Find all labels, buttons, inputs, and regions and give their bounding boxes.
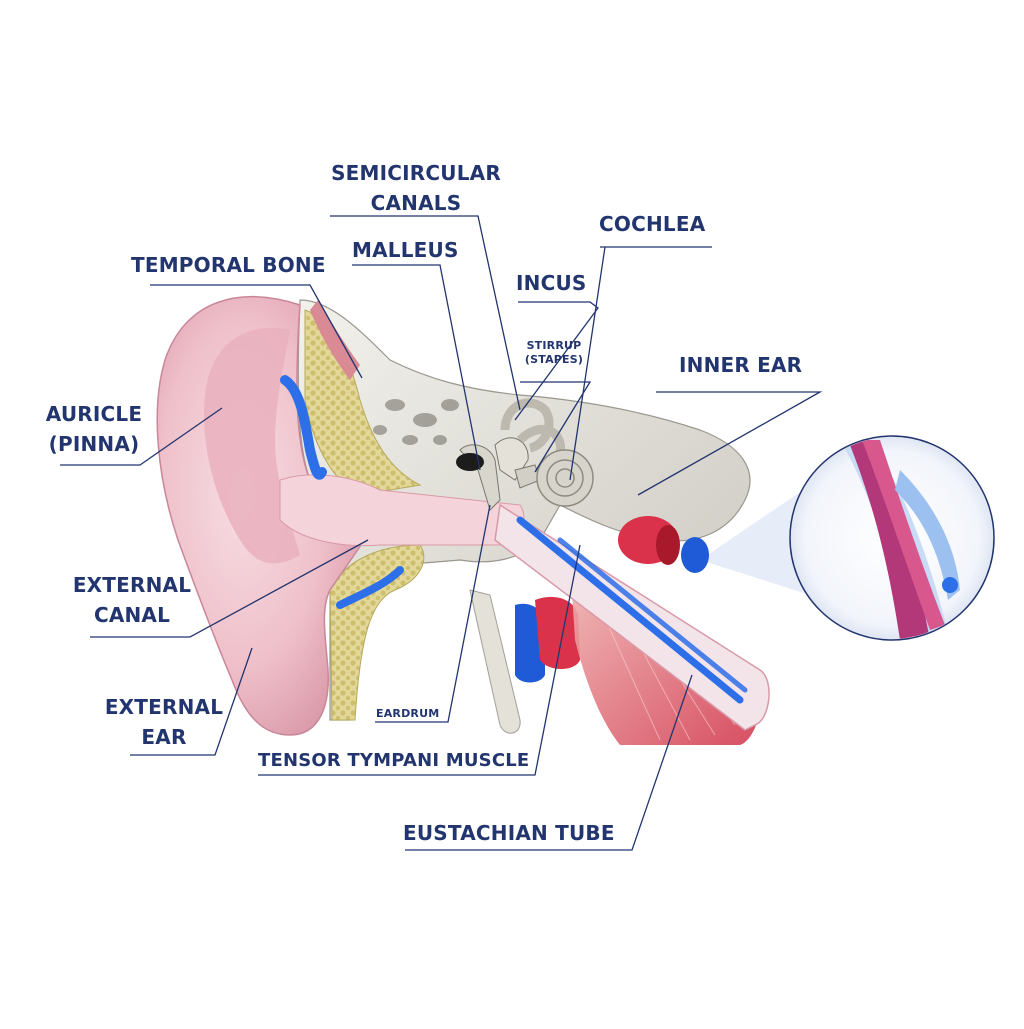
spongy-bone-lower: [329, 544, 425, 721]
leader-semicircular: [330, 215, 521, 411]
temporal-muscle: [310, 300, 360, 380]
cochlea-shape: [536, 449, 594, 507]
carotid-artery: [535, 596, 580, 669]
leader-auricle: [60, 407, 223, 466]
label-external-canal-line2: CANAL: [93, 603, 171, 627]
label-semicircular-canals: SEMICIRCULAR CANALS: [330, 158, 502, 218]
label-external-ear-line1: EXTERNAL: [104, 695, 224, 719]
semicircular-canals-shape: [500, 398, 566, 456]
vessel-upper: [280, 375, 327, 480]
leader-eustachian: [405, 674, 693, 851]
magnified-tube-detail: [840, 440, 960, 639]
leader-cochlea: [569, 246, 606, 481]
eustachian-tube-shape: [494, 503, 770, 731]
label-semicircular-line2: CANALS: [370, 191, 462, 215]
label-external-canal: EXTERNAL CANAL: [66, 570, 198, 630]
label-external-ear: EXTERNAL EAR: [100, 692, 228, 752]
label-semicircular-line1: SEMICIRCULAR: [331, 161, 501, 185]
label-stirrup-line2: (STAPES): [524, 353, 584, 366]
auricle-inner-fold: [204, 327, 300, 564]
inner-ear-red-vessel-end: [656, 525, 680, 565]
label-temporal-bone: TEMPORAL BONE: [131, 253, 326, 277]
label-eustachian-tube: EUSTACHIAN TUBE: [403, 821, 615, 845]
styloid-process: [469, 589, 521, 734]
leader-stirrup: [520, 381, 592, 473]
label-stirrup: STIRRUP (STAPES): [518, 339, 590, 367]
label-incus: INCUS: [516, 271, 587, 295]
label-inner-ear: INNER EAR: [679, 353, 803, 377]
leader-lines: [60, 215, 823, 851]
label-auricle: AURICLE (PINNA): [44, 399, 144, 459]
label-eardrum: EARDRUM: [376, 707, 440, 720]
label-auricle-line2: (PINNA): [48, 432, 140, 456]
label-cochlea: COCHLEA: [599, 212, 706, 236]
inner-ear-blue-vessel: [681, 537, 709, 573]
leader-tensor: [258, 544, 581, 776]
leader-incus: [514, 301, 599, 421]
label-external-canal-line1: EXTERNAL: [72, 573, 192, 597]
leader-temporal-bone: [150, 284, 363, 379]
leader-external-ear: [130, 647, 253, 756]
label-auricle-line1: AURICLE: [45, 402, 143, 426]
label-malleus: MALLEUS: [352, 238, 459, 262]
eustachian-blue-line-2: [557, 537, 748, 693]
bone-pores: [373, 399, 459, 445]
leader-eardrum: [375, 504, 491, 723]
eustachian-blue-line-1: [516, 516, 744, 704]
leader-inner-ear: [637, 391, 823, 496]
label-tensor-tympani: TENSOR TYMPANI MUSCLE: [258, 750, 530, 771]
leader-malleus: [352, 264, 481, 471]
vessel-lower: [336, 566, 404, 609]
label-stirrup-line1: STIRRUP: [526, 339, 582, 352]
label-external-ear-line2: EAR: [141, 725, 187, 749]
leader-external-canal: [90, 539, 369, 638]
